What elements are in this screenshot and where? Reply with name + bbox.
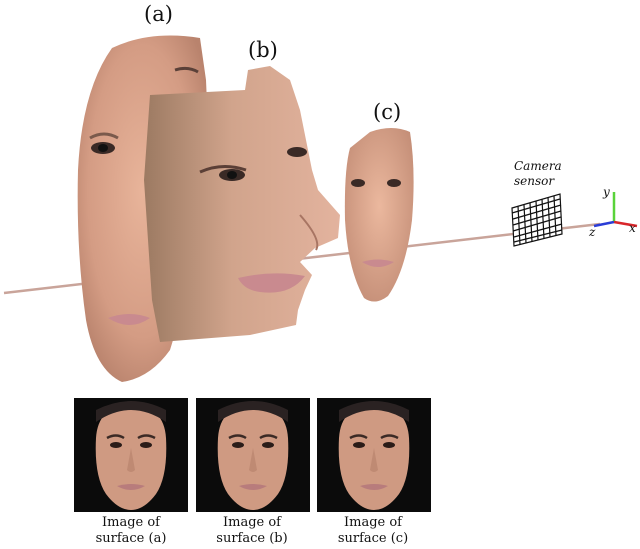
camera-label-line2: sensor [514, 174, 555, 188]
caption-c-line2: surface (c) [337, 531, 409, 546]
caption-b-line2: surface (b) [216, 531, 288, 546]
axis-x-label: x [629, 221, 636, 235]
axis-z-label: z [589, 225, 596, 239]
caption-b-line1: Image of [223, 515, 281, 530]
image-surface-a [74, 398, 188, 512]
caption-surface-b: Image of surface (b) [197, 515, 307, 547]
camera-sensor-label: Camera sensor [514, 159, 562, 189]
caption-a-line2: surface (a) [95, 531, 167, 546]
image-surface-c [317, 398, 431, 512]
caption-surface-c: Image of surface (c) [318, 515, 428, 547]
camera-label-line1: Camera [514, 159, 562, 173]
face-surface-b [144, 66, 340, 342]
label-surface-a: (a) [144, 2, 173, 26]
axis-y-label: y [603, 185, 610, 199]
caption-c-line1: Image of [344, 515, 402, 530]
axis-z-line [593, 220, 615, 228]
label-surface-c: (c) [373, 100, 402, 124]
label-surface-b: (b) [248, 38, 278, 62]
face-surface-c [344, 128, 414, 302]
caption-surface-a: Image of surface (a) [76, 515, 186, 547]
axis-x-line [613, 220, 638, 228]
caption-a-line1: Image of [102, 515, 160, 530]
image-surface-b [196, 398, 310, 512]
camera-sensor-grid [511, 193, 563, 247]
